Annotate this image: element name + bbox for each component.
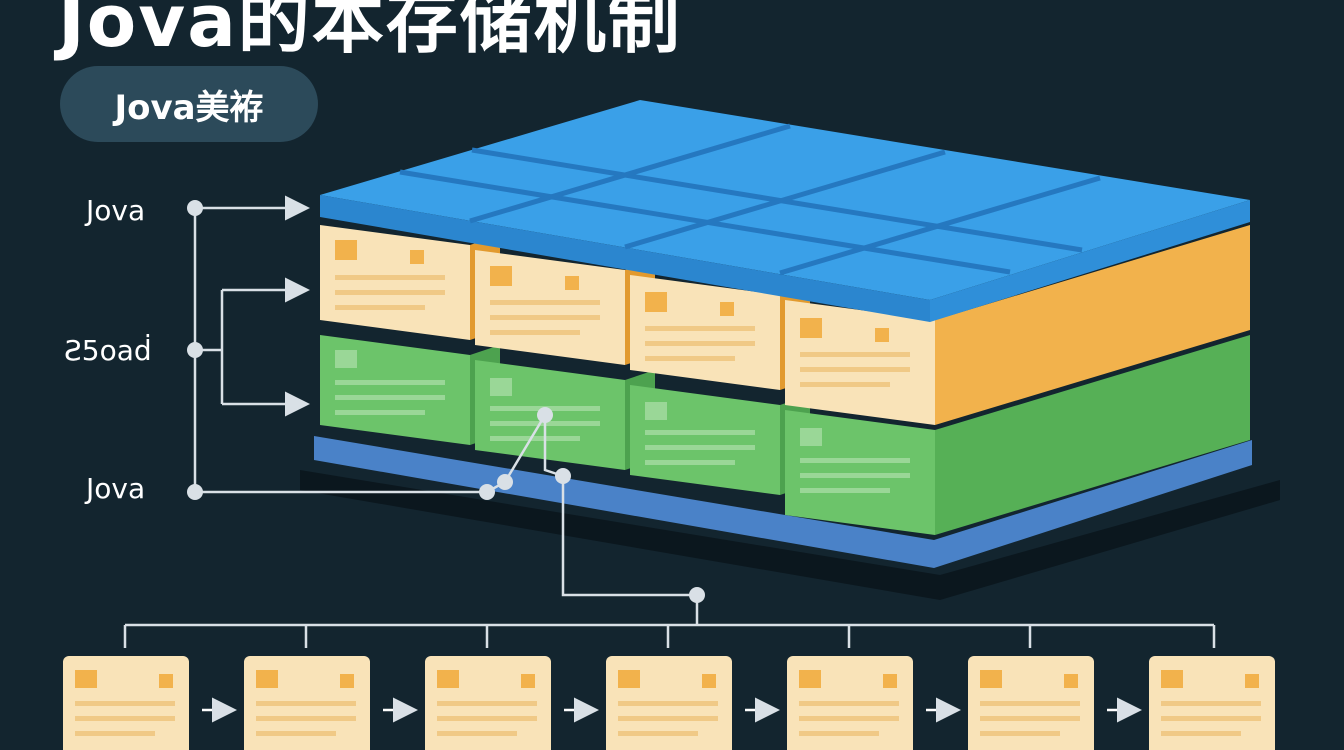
heap-top-layer [320, 100, 1250, 322]
object-chain [63, 656, 1275, 750]
chain-card [425, 656, 551, 750]
old-generation-layer [320, 225, 1250, 425]
left-connectors [193, 195, 699, 625]
platform-shadow [300, 470, 1280, 600]
label-bottom: Jova [86, 472, 146, 505]
platform-base [314, 436, 1252, 568]
connector-dots [187, 200, 705, 603]
page-title: Jova的本存储机制 [58, 0, 682, 63]
young-generation-layer [320, 335, 1250, 535]
badge-label: Jova美袸 [114, 87, 264, 128]
label-middle: Ƨ5oaḋ [64, 334, 152, 367]
chain-card [63, 656, 189, 750]
label-top: Jova [86, 194, 146, 227]
chain-card [787, 656, 913, 750]
chain-card [1149, 656, 1275, 750]
chain-tree-lines [123, 623, 1216, 648]
chain-card [606, 656, 732, 750]
badge-pill: Jova美袸 [60, 66, 318, 142]
chain-card [244, 656, 370, 750]
chain-card [968, 656, 1094, 750]
